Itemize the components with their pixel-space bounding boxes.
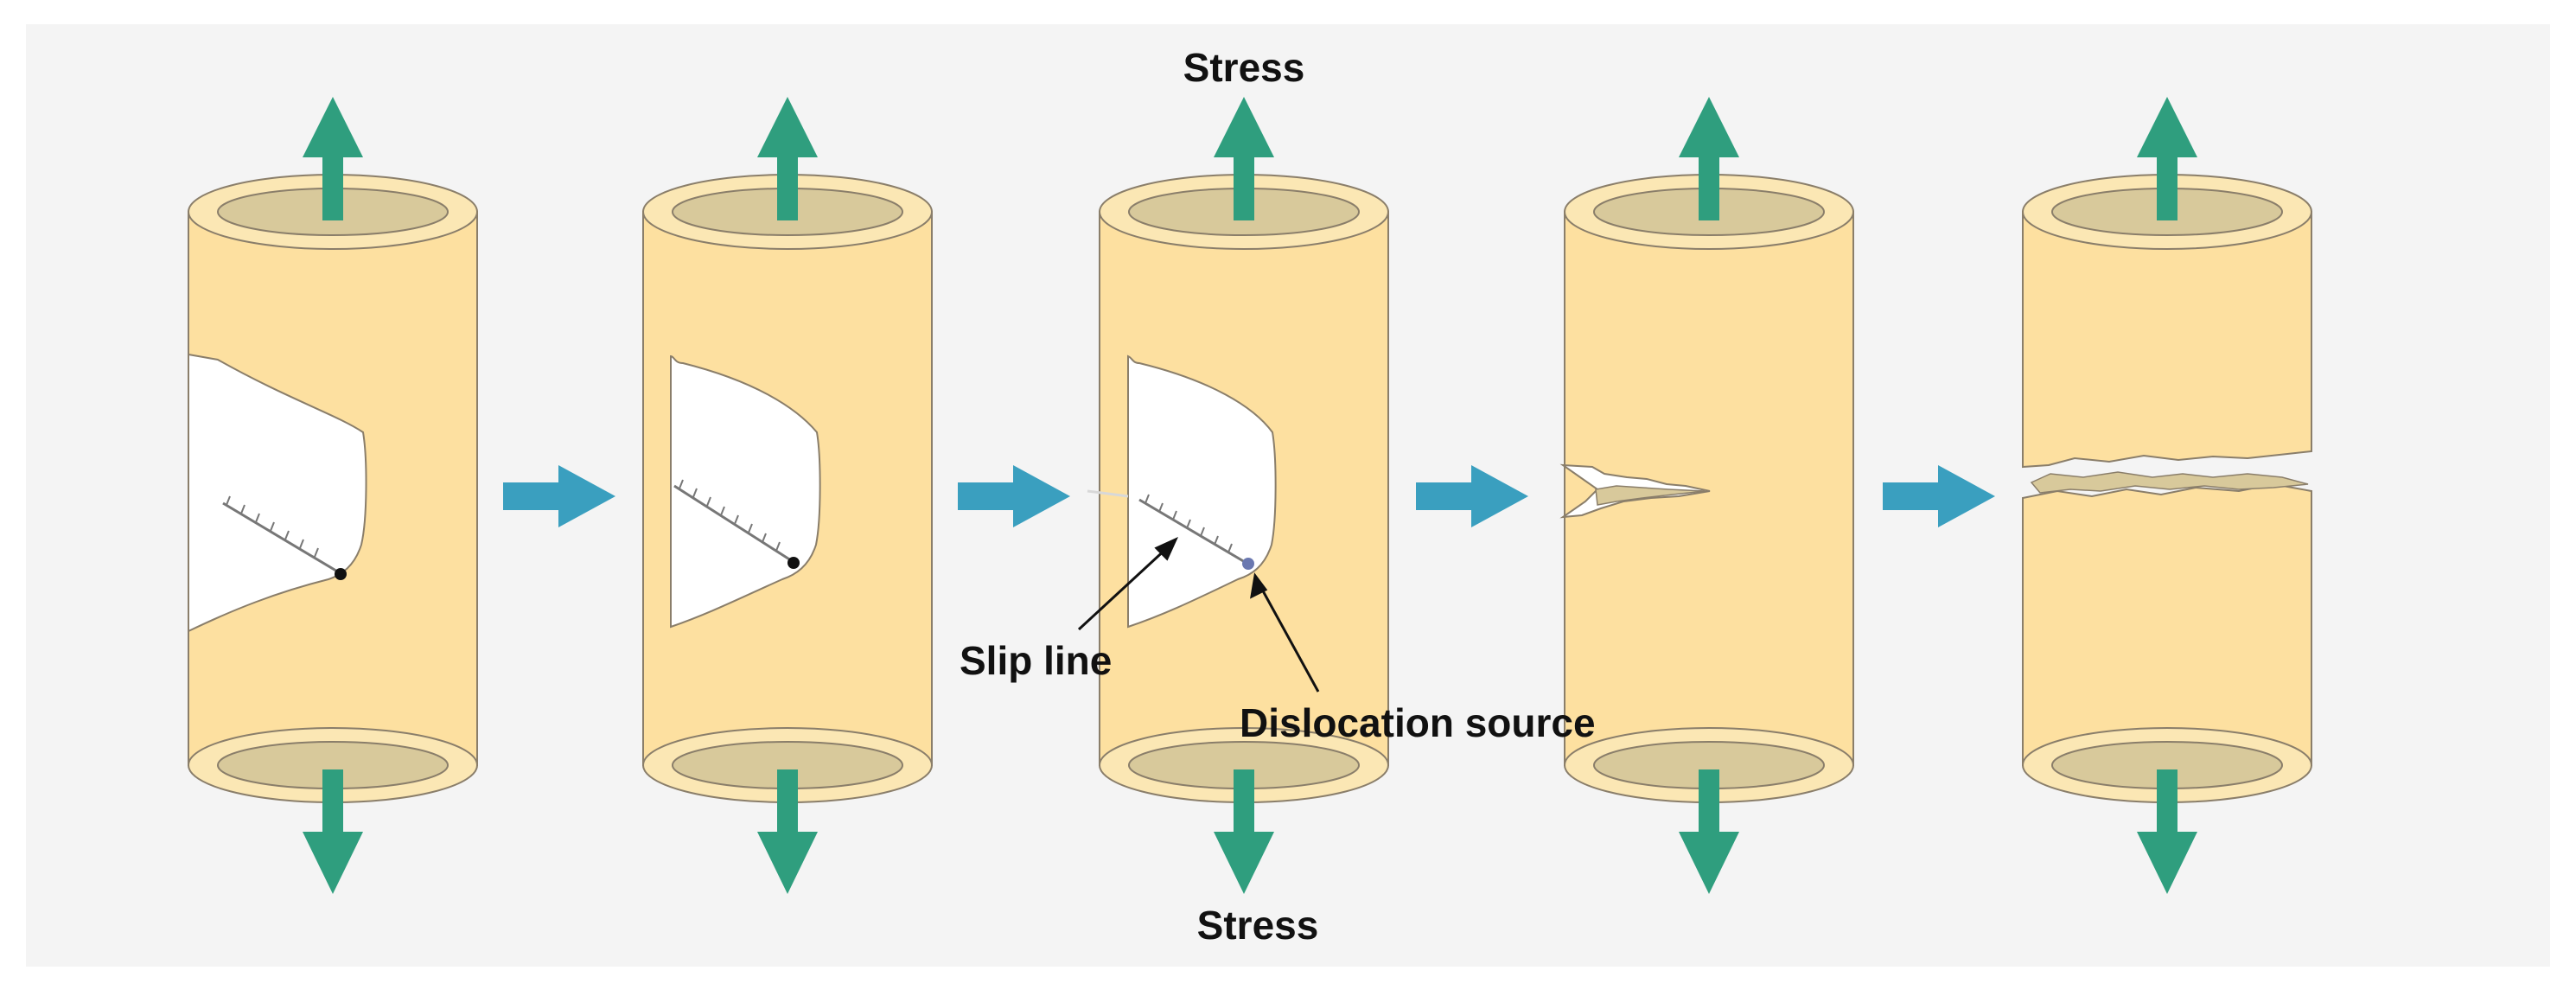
cutaway-window: [670, 354, 821, 629]
dislocation-source-pointer: [1259, 585, 1320, 693]
dislocation-source-label: Dislocation source: [1240, 700, 1596, 745]
fracture-face: [2030, 471, 2309, 494]
cylinder-stage-2: [642, 174, 933, 803]
flow-arrow-2-to-3: [958, 465, 1070, 527]
stress-label-top: Stress: [1183, 45, 1305, 90]
stress-arrow-up-1: [303, 97, 363, 220]
slip-line: [222, 501, 340, 574]
label-pointers: [1077, 536, 1320, 693]
flow-arrow-3-to-4: [1416, 465, 1528, 527]
stress-arrow-up-4: [1679, 97, 1739, 220]
slip-line-label: Slip line: [960, 638, 1112, 683]
dislocation-source-pointer-head: [1250, 572, 1268, 599]
stress-arrow-down-4: [1679, 769, 1739, 894]
dislocation-dot: [787, 557, 800, 569]
flow-arrows: [503, 465, 1995, 527]
crack-inner-face: [1595, 485, 1706, 506]
cylinder-stage-3: [1087, 174, 1389, 803]
flow-arrow-4-to-5: [1883, 465, 1995, 527]
slip-line: [673, 484, 794, 564]
cylinder-stage-5: [2022, 174, 2312, 803]
stress-label-bottom: Stress: [1197, 903, 1319, 948]
dislocation-dot: [335, 568, 347, 580]
slip-line-pointer: [1077, 545, 1170, 631]
stress-arrow-up-3: [1214, 97, 1274, 220]
stress-arrow-up-2: [757, 97, 818, 220]
stress-arrow-down-3: [1214, 769, 1274, 894]
stress-arrow-down-5: [2137, 769, 2197, 894]
slip-line-pointer-head: [1154, 536, 1179, 561]
stress-arrow-down-2: [757, 769, 818, 894]
slip-line-extension: [1087, 489, 1129, 498]
slip-line: [1138, 498, 1246, 564]
cylinder-stage-4: [1559, 174, 1854, 803]
cylinder-stage-1: [188, 174, 478, 803]
dislocation-source-dot: [1242, 558, 1254, 570]
flow-arrow-1-to-2: [503, 465, 615, 527]
stress-arrow-down-1: [303, 769, 363, 894]
stress-arrows: [303, 97, 2197, 894]
stress-arrow-up-5: [2137, 97, 2197, 220]
